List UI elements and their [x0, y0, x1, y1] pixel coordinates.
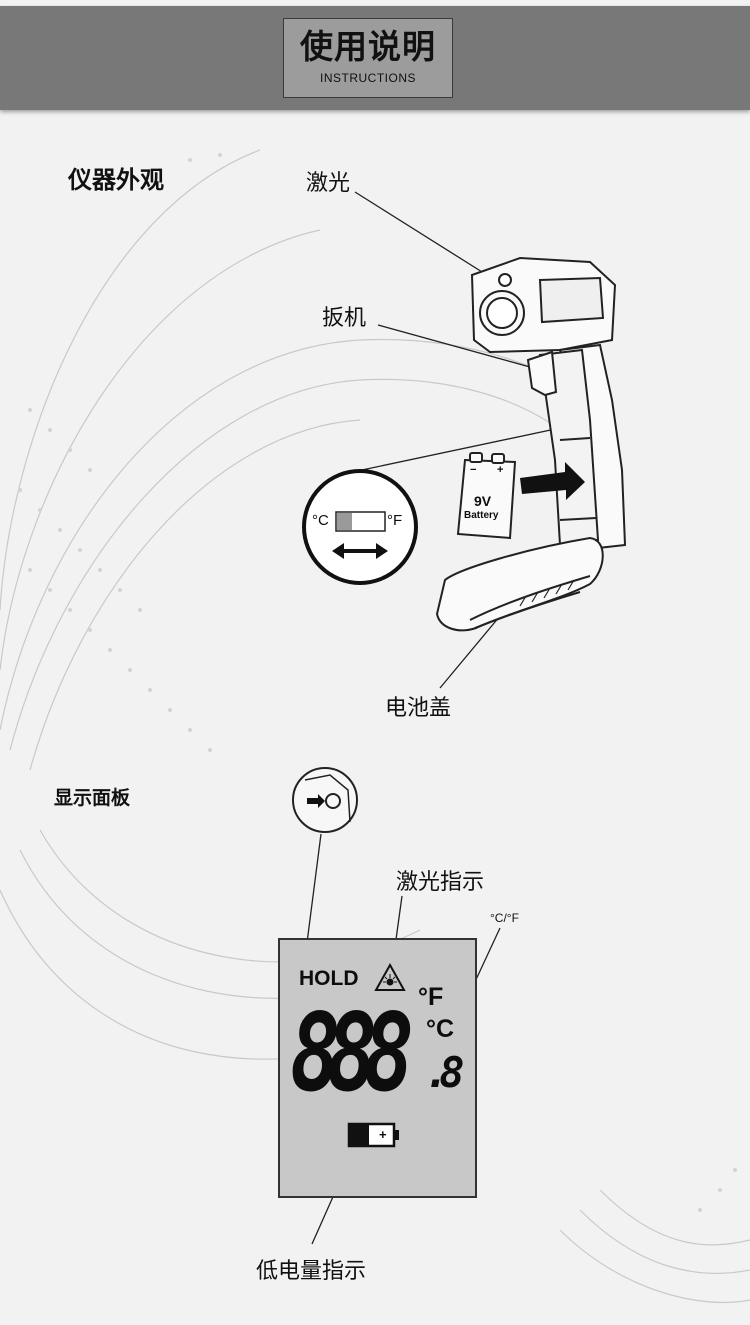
switch-celsius-label: °C — [312, 512, 329, 529]
insert-arrow — [520, 462, 585, 500]
switch-leader-top — [361, 427, 561, 471]
laser-label: 激光 — [306, 171, 351, 196]
lcd-digits: 888 — [290, 991, 414, 1116]
lcd-hold: HOLD — [299, 967, 359, 990]
battery-9v — [456, 452, 517, 540]
lcd-decimal: .8 — [424, 1048, 464, 1097]
battery-voltage: 9V — [474, 493, 492, 509]
battery-cover-label: 电池盖 — [385, 696, 452, 721]
lcd-battery-plus: + — [379, 1127, 387, 1142]
double-arrow-icon — [332, 543, 388, 559]
laser-indicator-label: 激光指示 — [396, 870, 485, 895]
laser-warning-icon — [374, 962, 406, 991]
unit-switch-knob — [337, 513, 352, 530]
battery-plus: + — [497, 464, 504, 476]
unit-label: °C/°F — [490, 911, 519, 925]
title-box: 使用说明 INSTRUCTIONS — [283, 18, 453, 98]
low-battery-icon — [347, 1122, 399, 1148]
lcd-unit-c: °C — [426, 1015, 455, 1043]
lcd-screen — [278, 938, 477, 1198]
low-battery-label: 低电量指示 — [256, 1259, 367, 1284]
switch-fahrenheit-label: °F — [387, 512, 403, 529]
appearance-heading: 仪器外观 — [68, 166, 164, 194]
trigger-leader-line — [377, 324, 549, 373]
hold-arrow-icon — [307, 794, 325, 808]
page-title: 使用说明 — [300, 27, 436, 66]
gun-body — [435, 256, 627, 632]
battery-name: Battery — [464, 510, 499, 521]
background-decoration — [0, 149, 750, 1303]
battery-minus: − — [470, 464, 477, 476]
page-subtitle: INSTRUCTIONS — [320, 71, 416, 85]
lcd-unit-f: °F — [418, 983, 444, 1011]
display-heading: 显示面板 — [54, 787, 131, 809]
battery-cover-leader-line — [439, 609, 506, 689]
trigger-label: 扳机 — [322, 306, 367, 331]
laser-leader-line — [354, 191, 499, 283]
hold-button-circle — [292, 767, 358, 833]
